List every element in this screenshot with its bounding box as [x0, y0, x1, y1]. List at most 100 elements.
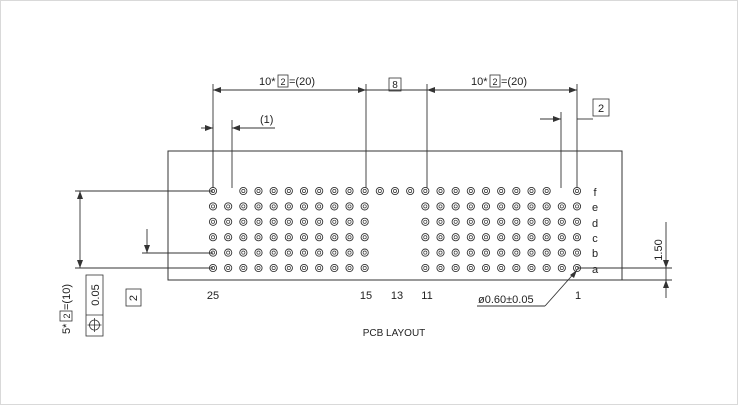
- pin-pad: [572, 233, 582, 242]
- pin-pad: [239, 186, 248, 196]
- pin-hole: [377, 189, 382, 193]
- pin-hole: [514, 266, 519, 270]
- dim-left-vertical-head: 5*: [61, 323, 73, 334]
- pin-pad: [497, 263, 506, 273]
- dim-top-left-tail: =(20): [289, 76, 315, 88]
- pin-hole: [317, 189, 322, 193]
- pin-pad: [466, 233, 475, 242]
- pin-hole: [347, 189, 352, 193]
- pin-hole: [499, 266, 504, 270]
- pin-hole: [575, 235, 579, 240]
- dim-left-vertical-box-text: 2: [62, 313, 72, 318]
- pin-hole: [241, 189, 246, 193]
- pin-hole: [211, 204, 215, 209]
- pin-pad: [224, 263, 233, 273]
- pin-hole: [362, 189, 367, 193]
- pin-hole: [423, 235, 428, 240]
- pin-pad: [436, 217, 445, 226]
- pin-hole: [302, 235, 306, 240]
- pin-hole: [514, 250, 519, 255]
- pin-pad: [451, 263, 460, 273]
- pin-hole: [332, 235, 337, 240]
- pin-pad: [375, 186, 384, 196]
- pin-pad: [284, 217, 293, 226]
- pin-hole: [271, 204, 276, 209]
- pin-hole: [514, 189, 519, 193]
- pin-hole: [302, 219, 306, 224]
- pin-hole: [286, 235, 291, 240]
- pin-hole: [559, 219, 564, 224]
- pin-pad: [239, 248, 248, 257]
- pin-pad: [284, 248, 293, 257]
- pin-hole: [544, 189, 549, 193]
- pin-pad: [572, 248, 582, 257]
- pin-hole: [362, 266, 367, 270]
- pin-hole: [438, 250, 443, 255]
- column-label-15: 15: [360, 290, 372, 302]
- pin-hole: [226, 250, 231, 255]
- pin-pad: [542, 233, 551, 242]
- pin-grid: [208, 186, 582, 273]
- pin-hole: [271, 266, 276, 270]
- pin-pad: [466, 248, 475, 257]
- pin-hole: [529, 235, 534, 240]
- arrow-right-pitch: [553, 116, 561, 122]
- row-label-d: d: [592, 218, 598, 230]
- pin-pad: [421, 263, 430, 273]
- pin-pad: [269, 217, 278, 226]
- pin-pad: [406, 186, 415, 196]
- pin-hole: [544, 204, 549, 209]
- arrow-left-pitch: [144, 245, 150, 253]
- pin-pad: [254, 233, 263, 242]
- pin-pad: [254, 263, 263, 273]
- pin-pad: [542, 217, 551, 226]
- pin-hole: [332, 250, 337, 255]
- pin-hole: [453, 219, 458, 224]
- pin-pad: [512, 202, 521, 211]
- pin-hole: [438, 189, 443, 193]
- dim-left-vertical-tail: =(10): [61, 284, 73, 310]
- pin-hole: [226, 219, 231, 224]
- pin-hole: [484, 189, 488, 193]
- pin-pad: [497, 217, 506, 226]
- pin-pad: [254, 217, 263, 226]
- arrow-right-vert-top: [663, 260, 669, 268]
- pin-hole: [423, 219, 428, 224]
- pin-hole: [453, 204, 458, 209]
- pin-hole: [241, 235, 246, 240]
- dim-top-right-head: 10*: [471, 76, 488, 88]
- dim-left-box: [125, 288, 142, 307]
- row-label-e: e: [592, 202, 598, 214]
- pin-hole: [362, 219, 367, 224]
- dim-top-left-box: [277, 74, 289, 88]
- pin-hole: [453, 189, 458, 193]
- pin-pad: [527, 186, 536, 196]
- pin-pad: [345, 263, 354, 273]
- pin-hole: [514, 235, 519, 240]
- arrow-top-right: [569, 87, 577, 93]
- pin-hole: [484, 219, 488, 224]
- pin-pad: [527, 248, 536, 257]
- pin-pad: [542, 202, 551, 211]
- pin-hole: [302, 189, 306, 193]
- pin-pad: [269, 248, 278, 257]
- pin-pad: [330, 217, 339, 226]
- pin-pad: [299, 263, 309, 273]
- pin-pad: [557, 233, 566, 242]
- pin-hole: [286, 219, 291, 224]
- pin-pad: [512, 217, 521, 226]
- pin-pad: [239, 217, 248, 226]
- pin-pad: [224, 248, 233, 257]
- pin-hole: [468, 266, 473, 270]
- pin-pad: [345, 186, 354, 196]
- pin-hole: [575, 250, 579, 255]
- pin-hole: [575, 204, 579, 209]
- dim-pin-width: (1): [260, 114, 273, 126]
- pin-hole: [499, 235, 504, 240]
- pin-pad: [330, 202, 339, 211]
- pin-pad: [527, 217, 536, 226]
- pin-pad: [572, 186, 582, 196]
- pin-hole: [438, 219, 443, 224]
- pin-hole: [468, 204, 473, 209]
